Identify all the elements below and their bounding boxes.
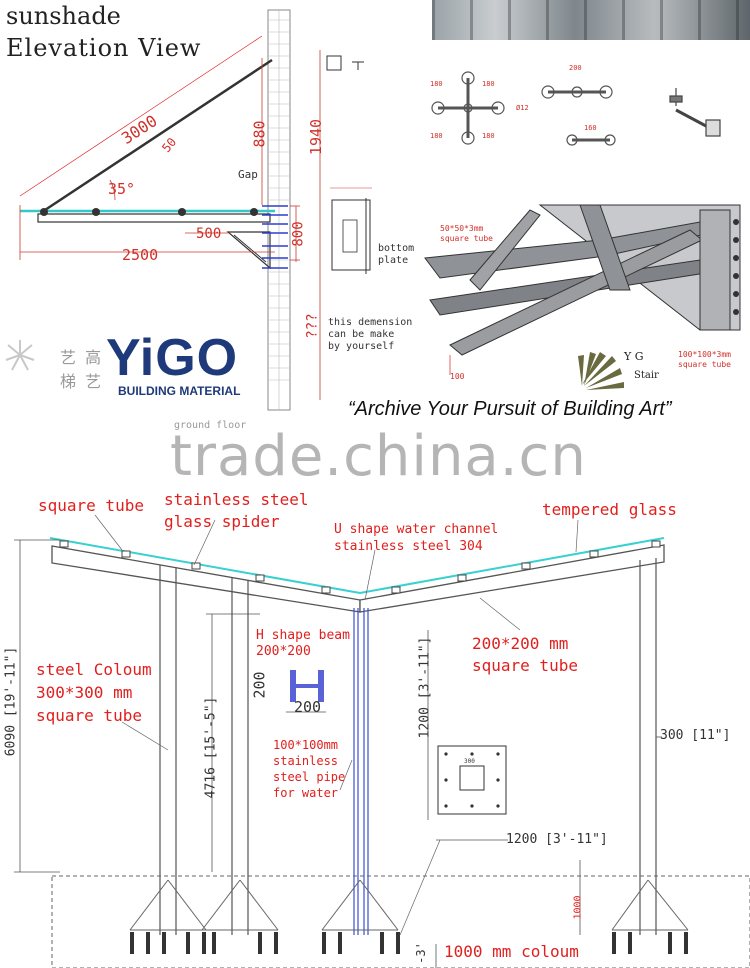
label-steel-col-2: 300*300 mm: [36, 683, 133, 702]
spider-dim-phi: Ø12: [516, 104, 529, 112]
four-arm-spider: [431, 71, 505, 145]
label-stainless-steel: stainless steel: [164, 490, 309, 509]
sunshade-beam: [37, 213, 271, 223]
dim-1200-horizontal: 1200 [3'-11"]: [506, 832, 608, 847]
label-pipe-4: for water: [273, 786, 339, 800]
label-u-channel-1: U shape water channel: [334, 522, 499, 537]
tube-50-label: 50*50*3mm square tube: [440, 224, 493, 243]
tube-100-label: 100*100*3mm square tube: [678, 350, 731, 369]
dim-angle: 35°: [108, 180, 136, 198]
columns: [159, 558, 657, 935]
stair-text: Stair: [634, 370, 659, 381]
dim-1200-vertical: 1200 [3'-11"]: [417, 636, 433, 739]
slogan: “Archive Your Pursuit of Building Art”: [348, 398, 672, 420]
label-tempered-glass: tempered glass: [542, 500, 677, 519]
dim-800: 800: [290, 221, 307, 247]
dim-question: ???: [304, 313, 321, 339]
spider-dim-f: 160: [584, 124, 597, 132]
dim-880: 880: [250, 120, 269, 148]
label-pipe-3: steel pipe: [273, 770, 346, 784]
dim-6090: 6090 [19'-11"]: [3, 646, 19, 757]
label-tube-200: 200*200 mm: [472, 634, 569, 653]
spider-side-view: [669, 88, 721, 137]
label-tube-200-square: square tube: [472, 656, 578, 675]
water-pipe: [353, 608, 369, 935]
dim-1940: 1940: [307, 118, 326, 156]
logo-chinese-1: 艺 高: [60, 348, 104, 367]
h-dim-horizontal: 200: [294, 698, 322, 716]
dim-3ft: -3': [413, 942, 428, 964]
spider-dim-a: 180: [430, 80, 443, 88]
spider-dim-d: 180: [482, 132, 495, 140]
bottom-plate-drawing: [331, 199, 371, 271]
spider-dim-c: 180: [430, 132, 443, 140]
label-h-beam: H shape beam: [256, 628, 350, 643]
carport-roof: [49, 537, 665, 613]
yg-stair-logo: [578, 352, 624, 390]
logo-sub: BUILDING MATERIAL: [118, 384, 241, 398]
building-photo: [432, 0, 750, 40]
bottom-plate-label: bottom plate: [378, 243, 415, 266]
yg-text: Y G: [624, 350, 644, 363]
tie-rod: [41, 58, 273, 214]
label-steel-col-1: steel Coloum: [36, 660, 152, 679]
dim-1000-vertical: 1000: [572, 895, 584, 920]
ground-floor-label: ground floor: [174, 420, 247, 431]
title-line-2: Elevation View: [6, 34, 202, 62]
label-h-beam-size: 200*200: [256, 644, 311, 659]
label-pipe-1: 100*100mm: [273, 738, 339, 752]
label-pipe-2: stainless: [273, 754, 339, 768]
dim-100-frame: 100: [450, 372, 465, 381]
steel-frame-3d: [424, 204, 741, 375]
spider-dim-b: 180: [482, 80, 495, 88]
watermark: trade.china.cn: [170, 424, 587, 489]
anchor-bolts: [130, 932, 688, 954]
label-u-channel-2: stainless steel 304: [334, 539, 483, 554]
dim-4716: 4716 [15'-5"]: [203, 696, 219, 799]
h-dim-vertical: 200: [250, 671, 269, 699]
dimension-note: this demension can be make by yourself: [328, 317, 413, 352]
plate-dim-300: 300: [464, 758, 475, 765]
dim-300: 300 [11"]: [660, 728, 731, 743]
spider-dim-e: 200: [569, 64, 582, 72]
label-steel-col-3: square tube: [36, 706, 142, 725]
title-line-1: sunshade: [6, 2, 121, 30]
label-glass-spider: glass spider: [164, 512, 280, 531]
gap-label: Gap: [238, 168, 258, 181]
logo-chinese-2: 梯 艺: [60, 372, 104, 391]
label-coloum-1000: 1000 mm coloum: [444, 942, 579, 961]
logo-brand: YiGO: [106, 329, 239, 387]
label-square-tube: square tube: [38, 496, 144, 515]
base-plate: [437, 745, 507, 815]
dim-2500: 2500: [122, 246, 159, 264]
dim-500: 500: [196, 226, 222, 242]
h-beam-section: [290, 670, 324, 702]
yigo-pinwheel-logo: [5, 340, 35, 371]
two-arm-spider: [541, 85, 616, 146]
